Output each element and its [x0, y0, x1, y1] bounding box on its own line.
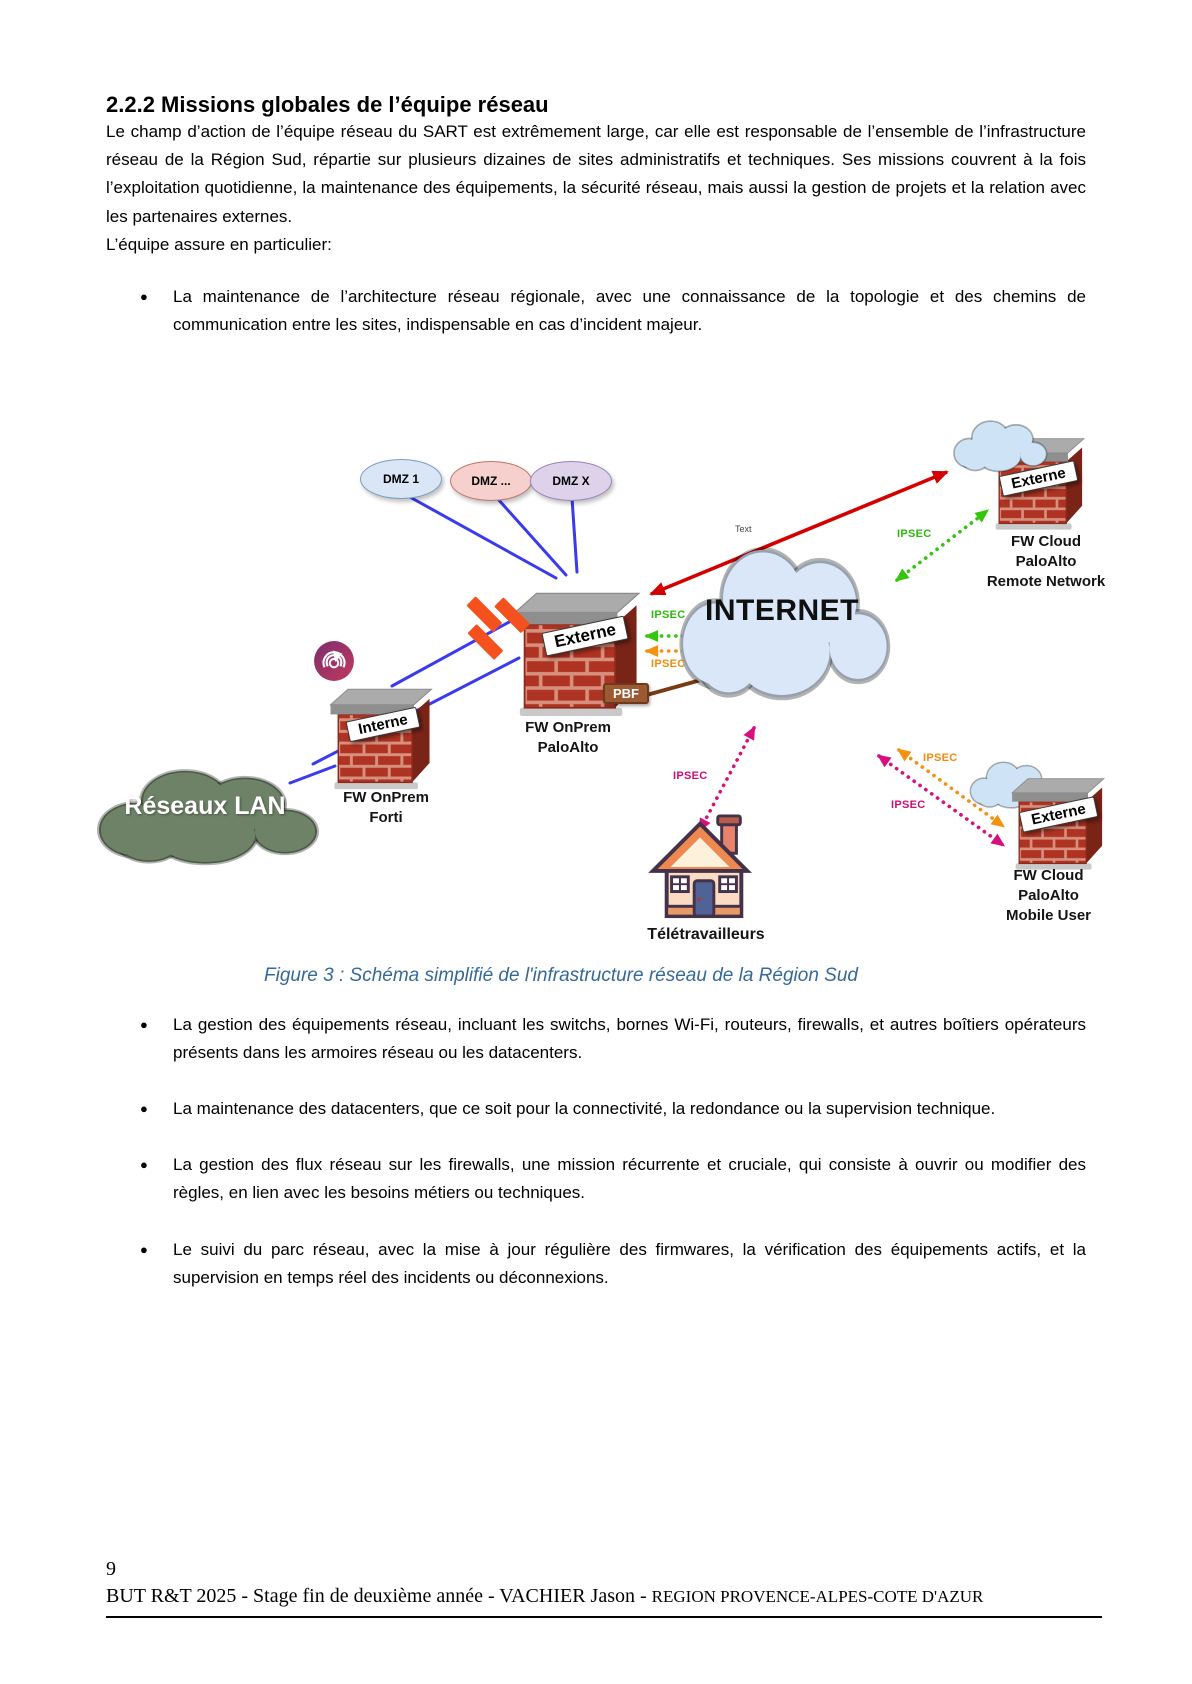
- link-red-fw-remote: [649, 469, 949, 596]
- link-ipsec-magenta-house-internet: [698, 725, 756, 832]
- link-lan-interne: [288, 764, 337, 785]
- fw-cloud-remote-line3: Remote Network: [986, 572, 1106, 590]
- footer-report-title: BUT R&T 2025 - Stage fin de deuxième ann…: [106, 1585, 652, 1607]
- list-item: ● La gestion des équipements réseau, inc…: [140, 1011, 1086, 1067]
- paloalto-logo-icon: [466, 596, 530, 659]
- fw-cloud-mobile-line2: PaloAlto: [1018, 886, 1079, 904]
- list-item: ● La gestion des flux réseau sur les fir…: [140, 1151, 1086, 1207]
- ipsec-tag-magenta-a: IPSEC: [673, 769, 708, 782]
- list-item: ● La maintenance des datacenters, que ce…: [140, 1095, 1086, 1123]
- fw-onprem-paloalto-line1: FW OnPrem: [525, 718, 611, 736]
- fw-cloud-mobile-line3: Mobile User: [1005, 906, 1092, 924]
- lan-label: Réseaux LAN: [124, 791, 286, 820]
- fw-onprem-paloalto-line2: PaloAlto: [537, 738, 599, 756]
- link-fw-interne: [390, 613, 524, 688]
- link-dmz2-fw: [495, 496, 568, 577]
- ipsec-tag-orange-a: IPSEC: [651, 657, 686, 670]
- bullet-list-before: ● La maintenance de l’architecture résea…: [106, 283, 1086, 339]
- fw-cloud-remote-line2: PaloAlto: [1015, 552, 1077, 570]
- list-item-text: La gestion des équipements réseau, inclu…: [173, 1014, 1086, 1062]
- teleworkers-label: Télétravailleurs: [647, 925, 765, 943]
- remote-cloud-icon: [948, 412, 1050, 476]
- ipsec-tag-green-a: IPSEC: [651, 608, 686, 621]
- ipsec-tag-green-b: IPSEC: [897, 527, 932, 540]
- fw-cloud-remote-label: FW Cloud PaloAlto Remote Network: [956, 532, 1136, 592]
- internet-label: INTERNET: [705, 593, 859, 627]
- bullet-marker: ●: [140, 1100, 148, 1116]
- page-content: 2.2.2 Missions globales de l’équipe rése…: [0, 92, 1125, 1293]
- bullet-marker: ●: [140, 1241, 148, 1257]
- dmz1-oval: DMZ 1: [360, 458, 442, 499]
- fw-onprem-paloalto-label: FW OnPrem PaloAlto: [483, 718, 653, 758]
- bullet-marker: ●: [140, 1016, 148, 1032]
- dmz3-oval: DMZ X: [530, 460, 612, 501]
- link-ipsec-green-internet-remote: [894, 508, 990, 582]
- fw-onprem-forti-line2: Forti: [369, 808, 403, 826]
- dmz2-label: DMZ ...: [471, 473, 511, 488]
- page-number: 9: [106, 1558, 116, 1580]
- footer-organization: REGION PROVENCE-ALPES-COTE D'AZUR: [651, 1587, 984, 1606]
- figure-caption: Figure 3 : Schéma simplifié de l'infrast…: [264, 964, 858, 986]
- list-item-text: La maintenance des datacenters, que ce s…: [173, 1098, 996, 1118]
- list-item-text: La gestion des flux réseau sur les firew…: [173, 1155, 1086, 1203]
- fw-onprem-forti-label: FW OnPrem Forti: [306, 788, 466, 828]
- pbf-tag: PBF: [603, 682, 649, 704]
- footer-text: BUT R&T 2025 - Stage fin de deuxième ann…: [106, 1582, 1102, 1618]
- bullet-marker: ●: [140, 289, 148, 305]
- teleworkers-house-icon: [641, 812, 767, 922]
- fw-cloud-mobile-line1: FW Cloud: [1013, 866, 1084, 884]
- network-diagram: DMZ 1 DMZ ... DMZ X Externe Interne Exte…: [85, 368, 1125, 953]
- dmz2-oval: DMZ ...: [450, 460, 532, 501]
- bullet-list-after: ● La gestion des équipements réseau, inc…: [106, 1011, 1086, 1293]
- fw-cloud-mobile-label: FW Cloud PaloAlto Mobile User: [961, 866, 1136, 926]
- internet-cloud-note: Text: [735, 523, 752, 534]
- forti-logo-icon: [314, 640, 354, 681]
- link-dmz1-fw: [406, 494, 558, 580]
- bullet-marker: ●: [140, 1157, 148, 1173]
- list-item-text: La maintenance de l’architecture réseau …: [173, 287, 1086, 335]
- ipsec-tag-orange-b: IPSEC: [923, 751, 958, 764]
- paragraph-1: Le champ d’action de l’équipe réseau du …: [106, 122, 1086, 226]
- list-item: ● La maintenance de l’architecture résea…: [140, 283, 1086, 339]
- list-item: ● Le suivi du parc réseau, avec la mise …: [140, 1236, 1086, 1292]
- link-dmz3-fw: [570, 496, 579, 574]
- fw-cloud-remote-line1: FW Cloud: [1011, 532, 1081, 550]
- dmz1-label: DMZ 1: [383, 471, 419, 486]
- section-heading: 2.2.2 Missions globales de l’équipe rése…: [106, 92, 549, 117]
- dmz3-label: DMZ X: [552, 473, 590, 488]
- page-footer: 9 BUT R&T 2025 - Stage fin de deuxième a…: [106, 1556, 1102, 1618]
- intro-line: L’équipe assure en particulier:: [106, 234, 332, 254]
- fw-onprem-forti-line1: FW OnPrem: [343, 788, 429, 806]
- list-item-text: Le suivi du parc réseau, avec la mise à …: [173, 1239, 1086, 1287]
- ipsec-tag-magenta-b: IPSEC: [891, 798, 926, 811]
